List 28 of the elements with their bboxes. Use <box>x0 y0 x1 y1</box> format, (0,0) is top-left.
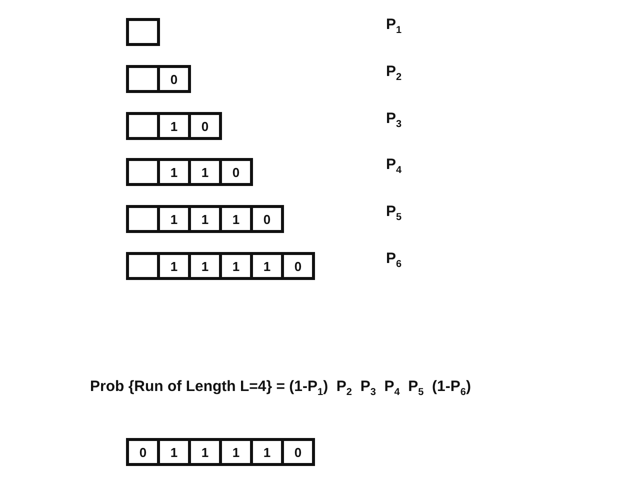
bit-cell: 1 <box>250 252 284 280</box>
bit-cell: 1 <box>157 205 191 233</box>
bit-cell: 1 <box>188 205 222 233</box>
bit-cell: 1 <box>219 205 253 233</box>
bit-cell: 1 <box>157 252 191 280</box>
probability-label: P$_{4}$ <box>386 156 402 176</box>
bit-cell: 1 <box>188 438 222 466</box>
bit-cell: 0 <box>219 158 253 186</box>
bit-cell: 1 <box>188 158 222 186</box>
bit-cell: 0 <box>250 205 284 233</box>
bit-cell: 1 <box>157 158 191 186</box>
bit-cell: 0 <box>281 252 315 280</box>
bit-cell: 1 <box>250 438 284 466</box>
probability-label: P$_{5}$ <box>386 203 402 223</box>
probability-label: P$_{1}$ <box>386 16 402 36</box>
probability-label: P$_{6}$ <box>386 250 402 270</box>
bit-cell: 1 <box>188 252 222 280</box>
bit-cell: 0 <box>281 438 315 466</box>
bit-cell: 1 <box>157 112 191 140</box>
bit-cell: 1 <box>219 438 253 466</box>
bit-cell: 0 <box>126 438 160 466</box>
bit-cell: 0 <box>157 65 191 93</box>
probability-label: P$_{2}$ <box>386 63 402 83</box>
probability-formula: Prob {Run of Length L=4} = (1-P$_{1}$) P$_{2}$ P$_{3}$ P$_{4}$ P$_{5}$ (1-P$_{6}$) <box>90 378 471 398</box>
bit-cell: 1 <box>219 252 253 280</box>
bit-cell: 1 <box>157 438 191 466</box>
probability-label: P$_{3}$ <box>386 110 402 130</box>
bit-cell: 0 <box>188 112 222 140</box>
